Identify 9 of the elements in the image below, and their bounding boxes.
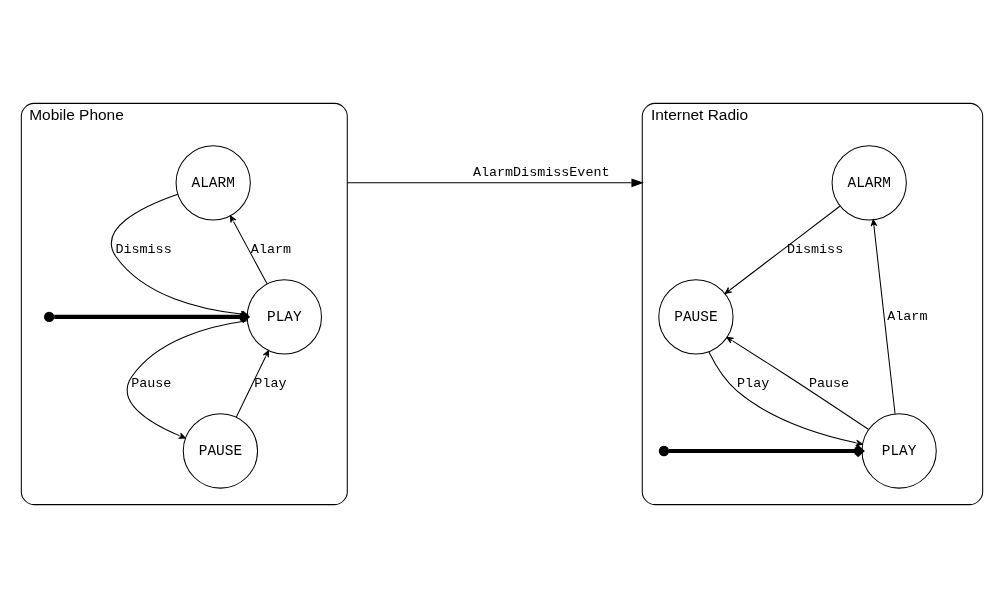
edge-label: Play <box>737 376 770 392</box>
edge-label: Alarm <box>887 309 928 325</box>
edge-label: Play <box>254 376 287 392</box>
edge-label: AlarmDismissEvent <box>472 164 610 180</box>
edge-label: Alarm <box>250 242 292 258</box>
edge-label: Pause <box>808 376 850 392</box>
edge-label: Dismiss <box>115 242 172 258</box>
edge-label: Dismiss <box>786 242 844 258</box>
edge-label: Pause <box>131 376 172 392</box>
